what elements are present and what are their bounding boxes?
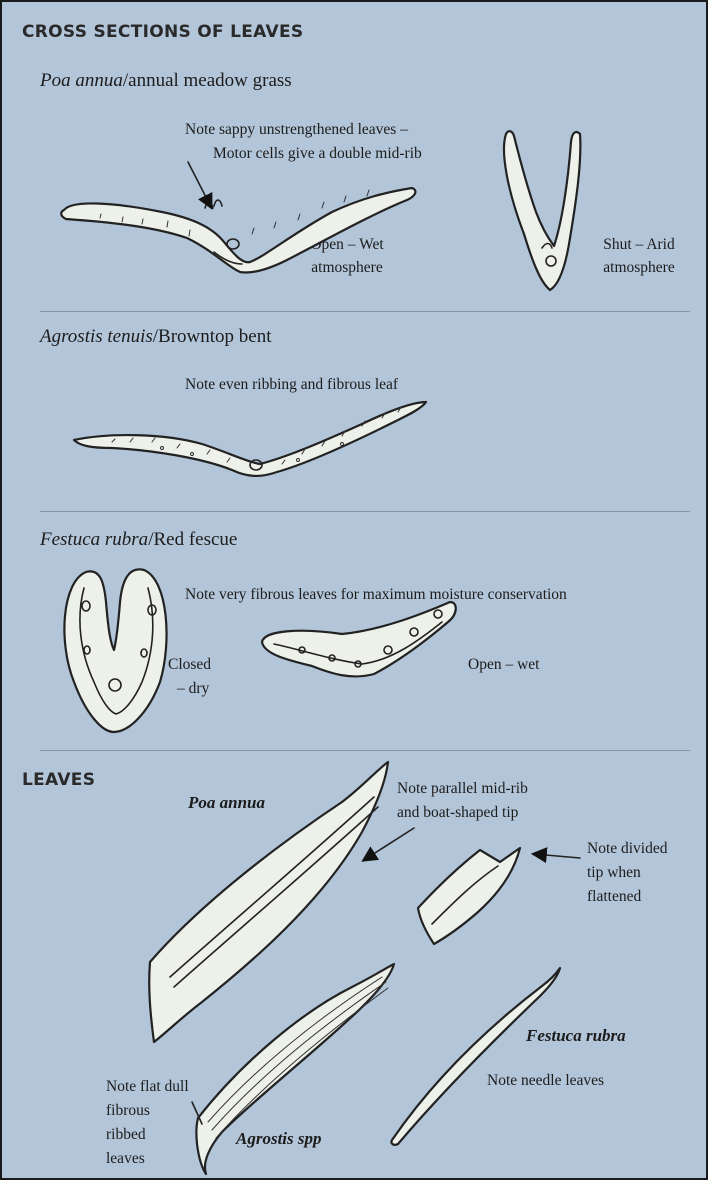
agrostis-cross-section (74, 402, 426, 476)
agrostis-leaf-blade (192, 964, 394, 1174)
poa-shut-cross-section (504, 131, 580, 290)
festuca-open-cross-section (262, 602, 456, 676)
festuca-closed-cross-section (64, 569, 166, 732)
poa-open-cross-section (61, 162, 415, 273)
divided-tip-leaf (418, 848, 580, 944)
poa-leaf-blade (149, 762, 414, 1042)
festuca-needle-leaf (391, 968, 560, 1145)
